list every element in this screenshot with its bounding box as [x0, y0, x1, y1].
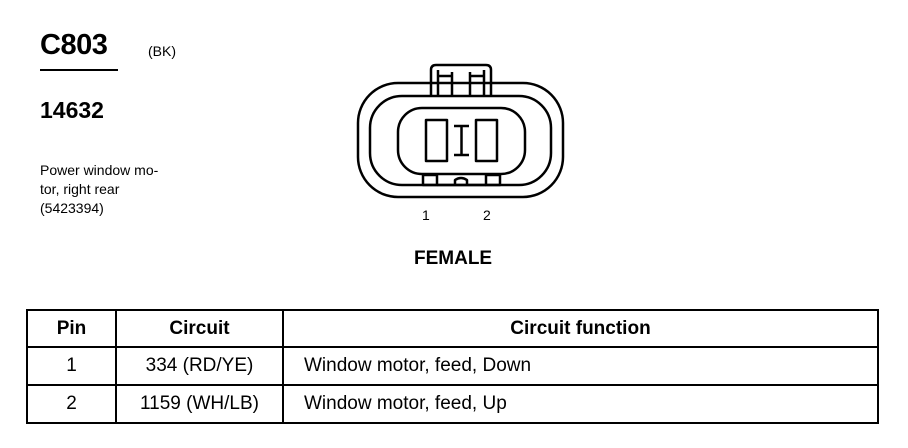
column-header-pin: Pin [26, 309, 117, 348]
pin-label-2: 2 [483, 207, 491, 223]
cell-circuit: 334 (RD/YE) [115, 346, 284, 386]
center-key [454, 124, 469, 157]
cell-circuit-function: Window motor, feed, Down [282, 346, 879, 386]
cell-circuit: 1159 (WH/LB) [115, 384, 284, 424]
description-line: Power window mo- [40, 162, 159, 178]
connector-color: (BK) [148, 43, 176, 59]
pin-label-1: 1 [422, 207, 430, 223]
pin-markers [421, 173, 502, 187]
cell-pin: 2 [26, 384, 117, 424]
column-header-circuit: Circuit [115, 309, 284, 348]
gender-label: FEMALE [414, 248, 493, 269]
cell-pin: 1 [26, 346, 117, 386]
table-row: 1 334 (RD/YE) Window motor, feed, Down [26, 346, 879, 386]
connector-description: Power window mo- tor, right rear (542339… [40, 161, 158, 218]
column-header-circuit-function: Circuit function [282, 309, 879, 348]
locking-tab [429, 63, 493, 96]
description-line: (5423394) [40, 200, 104, 216]
pin-2-terminal [474, 118, 499, 163]
table-row: 2 1159 (WH/LB) Window motor, feed, Up [26, 384, 879, 424]
pin-table: Pin Circuit Circuit function 1 334 (RD/Y… [26, 309, 879, 424]
connector-id-underline [40, 69, 118, 71]
table-header-row: Pin Circuit Circuit function [26, 309, 879, 348]
connector-cavity [396, 106, 527, 176]
part-number: 14632 [40, 97, 104, 123]
connector-id: C803 [40, 29, 108, 61]
connector-housing-outer [356, 81, 565, 199]
cell-circuit-function: Window motor, feed, Up [282, 384, 879, 424]
pin-1-terminal [424, 118, 449, 163]
description-line: tor, right rear [40, 181, 120, 197]
